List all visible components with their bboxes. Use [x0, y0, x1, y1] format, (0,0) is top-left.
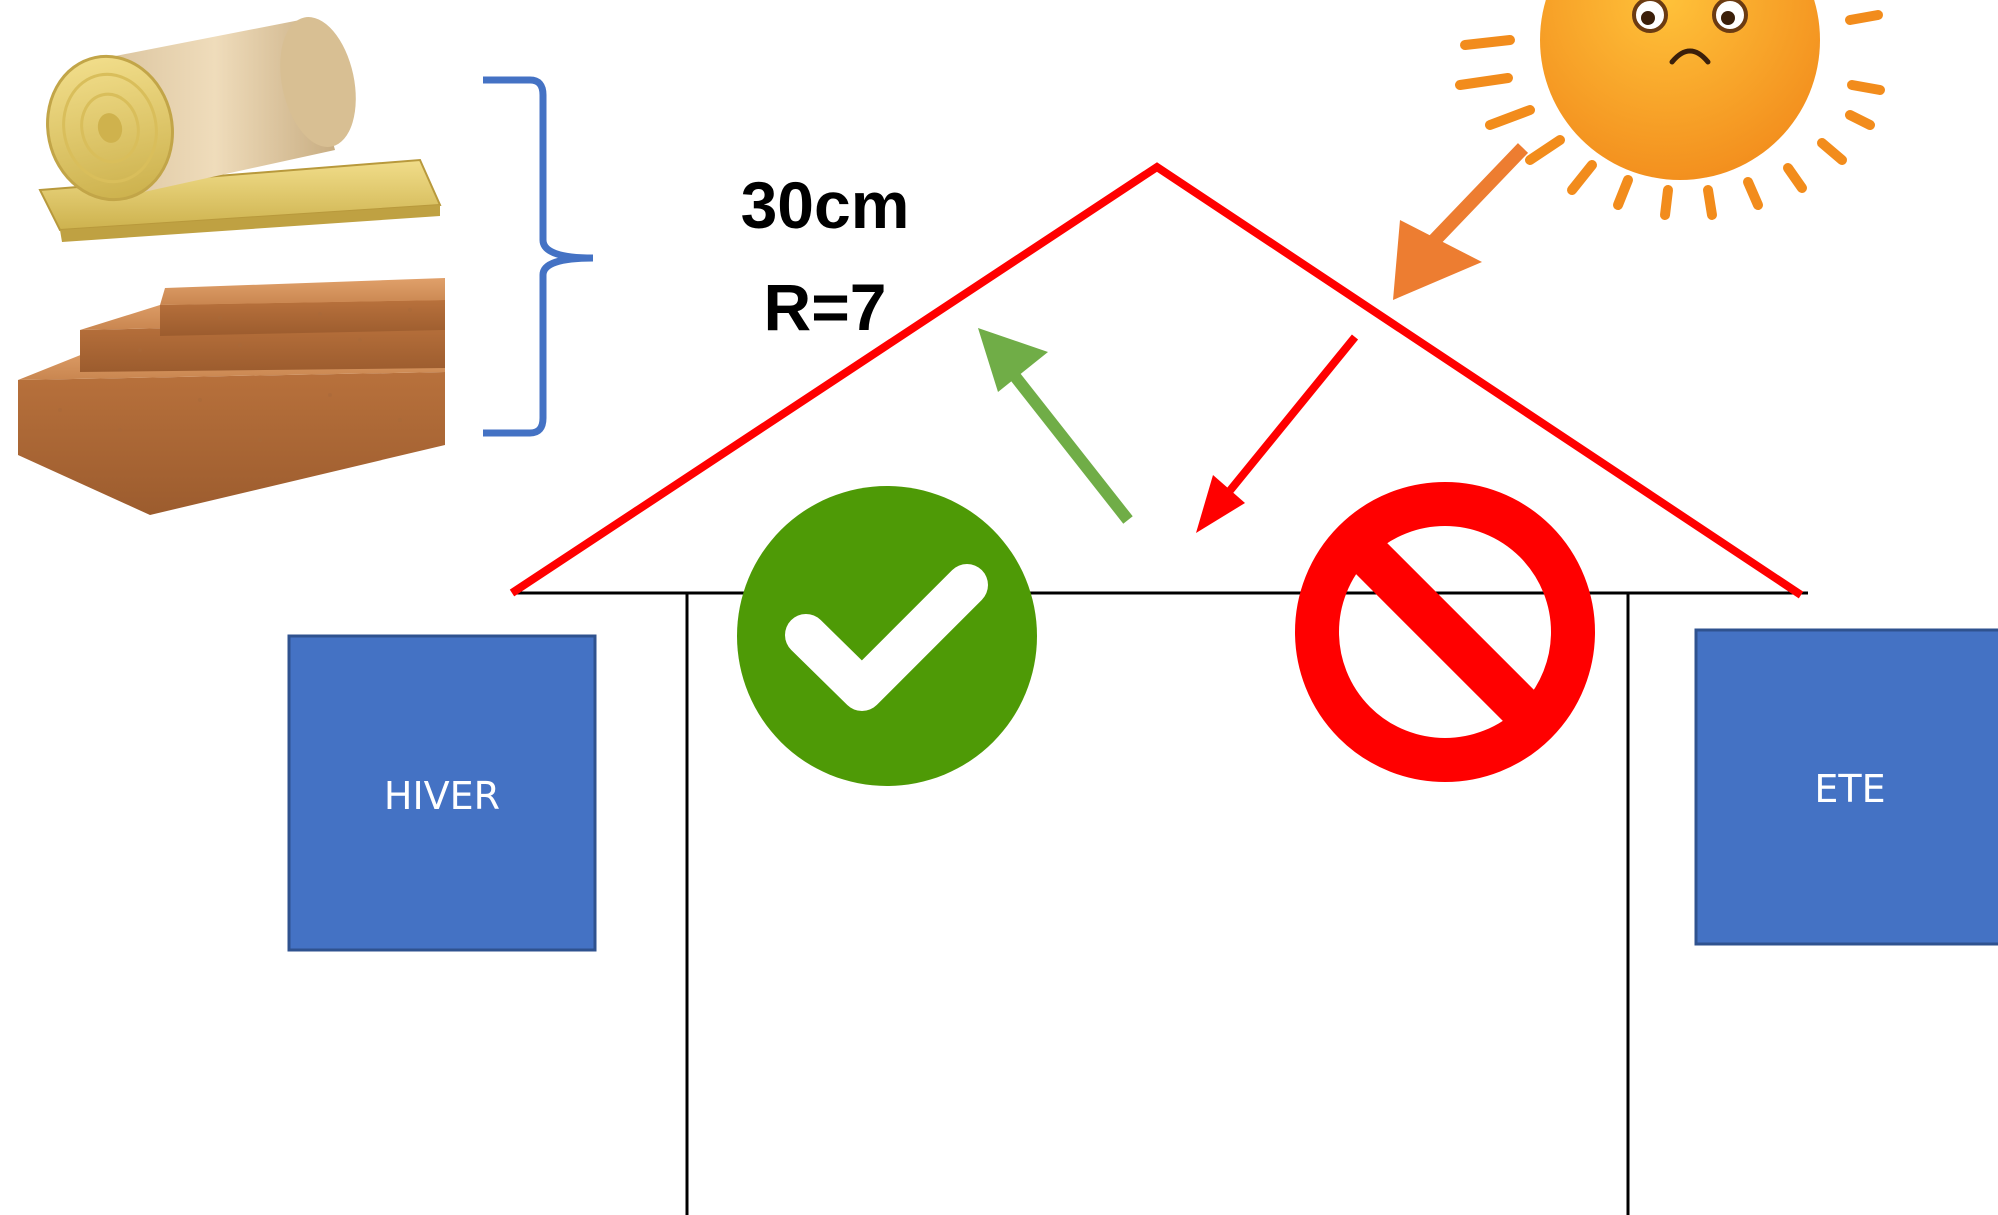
summer-heat-gain-arrow: [1196, 337, 1355, 533]
summer-box: ETE: [1696, 630, 1998, 944]
sun-radiation-arrow: [1393, 148, 1523, 300]
prohibited-icon: [1317, 504, 1573, 760]
glass-wool-roll-icon: [34, 10, 440, 242]
wood-fiber-panels-icon: [18, 278, 445, 515]
insulation-thickness-label: 30cm: [741, 168, 910, 242]
summer-label: ETE: [1814, 767, 1885, 811]
house-outline: [515, 593, 1808, 1215]
insulation-resistance-label: R=7: [764, 270, 887, 344]
check-icon: [737, 486, 1037, 786]
winter-box: HIVER: [289, 636, 595, 950]
insulated-roof: [512, 167, 1801, 595]
winter-label: HIVER: [384, 774, 500, 818]
sad-sun-icon: [1460, 0, 1880, 215]
grouping-brace: [483, 80, 593, 433]
winter-heat-loss-arrow: [978, 328, 1128, 520]
